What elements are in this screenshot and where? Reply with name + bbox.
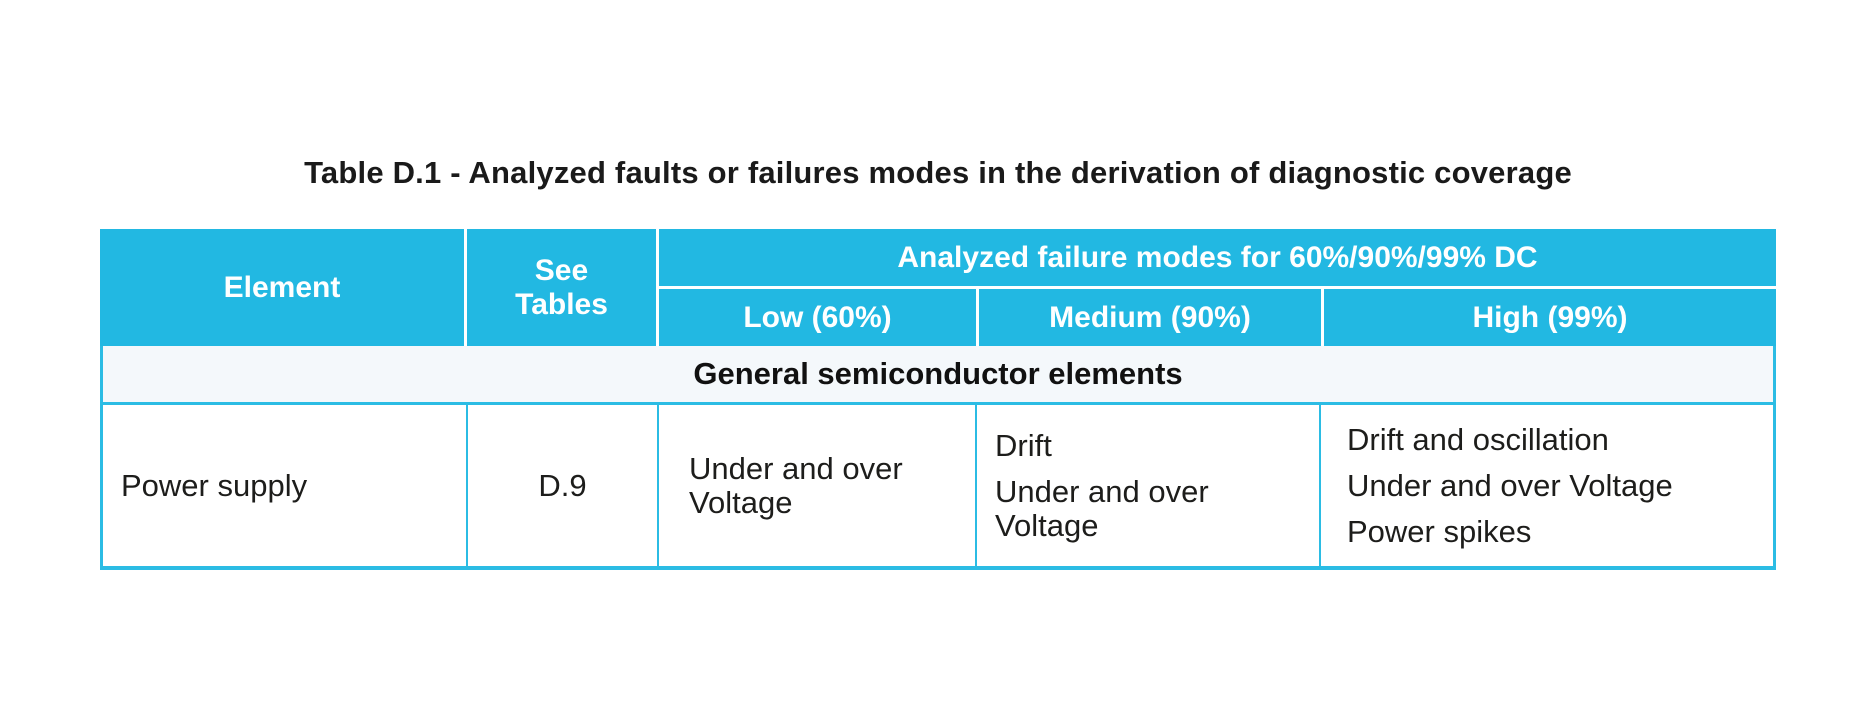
diagnostic-coverage-table: Element See Tables Analyzed failure mode… xyxy=(100,229,1776,570)
cell-see-tables: D.9 xyxy=(468,405,659,566)
header-cell-see-tables: See Tables xyxy=(467,229,656,346)
cell-medium-p1: Drift xyxy=(995,427,1052,463)
cell-low: Under and over Voltage xyxy=(659,405,977,566)
cell-low-p1: Under and over Voltage xyxy=(689,450,903,520)
cell-high: Drift and oscillation Under and over Vol… xyxy=(1321,405,1773,566)
header-cell-high: High (99%) xyxy=(1324,289,1776,346)
cell-element-text: Power supply xyxy=(121,467,308,503)
cell-see-tables-text: D.9 xyxy=(538,467,587,503)
section-row-general-semiconductor: General semiconductor elements xyxy=(100,346,1776,405)
table-header: Element See Tables Analyzed failure mode… xyxy=(100,229,1776,346)
cell-element: Power supply xyxy=(103,405,468,566)
cell-high-p2: Under and over Voltage xyxy=(1347,467,1673,503)
table-row: Power supply D.9 Under and over Voltage … xyxy=(100,405,1776,570)
header-cell-low: Low (60%) xyxy=(659,289,976,346)
cell-medium-p2: Under and over Voltage xyxy=(995,473,1209,543)
cell-high-p1: Drift and oscillation xyxy=(1347,421,1609,457)
cell-medium: Drift Under and over Voltage xyxy=(977,405,1321,566)
header-cell-element: Element xyxy=(100,229,464,346)
cell-high-p3: Power spikes xyxy=(1347,513,1532,549)
header-cell-medium: Medium (90%) xyxy=(979,289,1321,346)
header-cell-failure-modes-group: Analyzed failure modes for 60%/90%/99% D… xyxy=(659,229,1776,286)
table-title: Table D.1 - Analyzed faults or failures … xyxy=(304,155,1572,190)
